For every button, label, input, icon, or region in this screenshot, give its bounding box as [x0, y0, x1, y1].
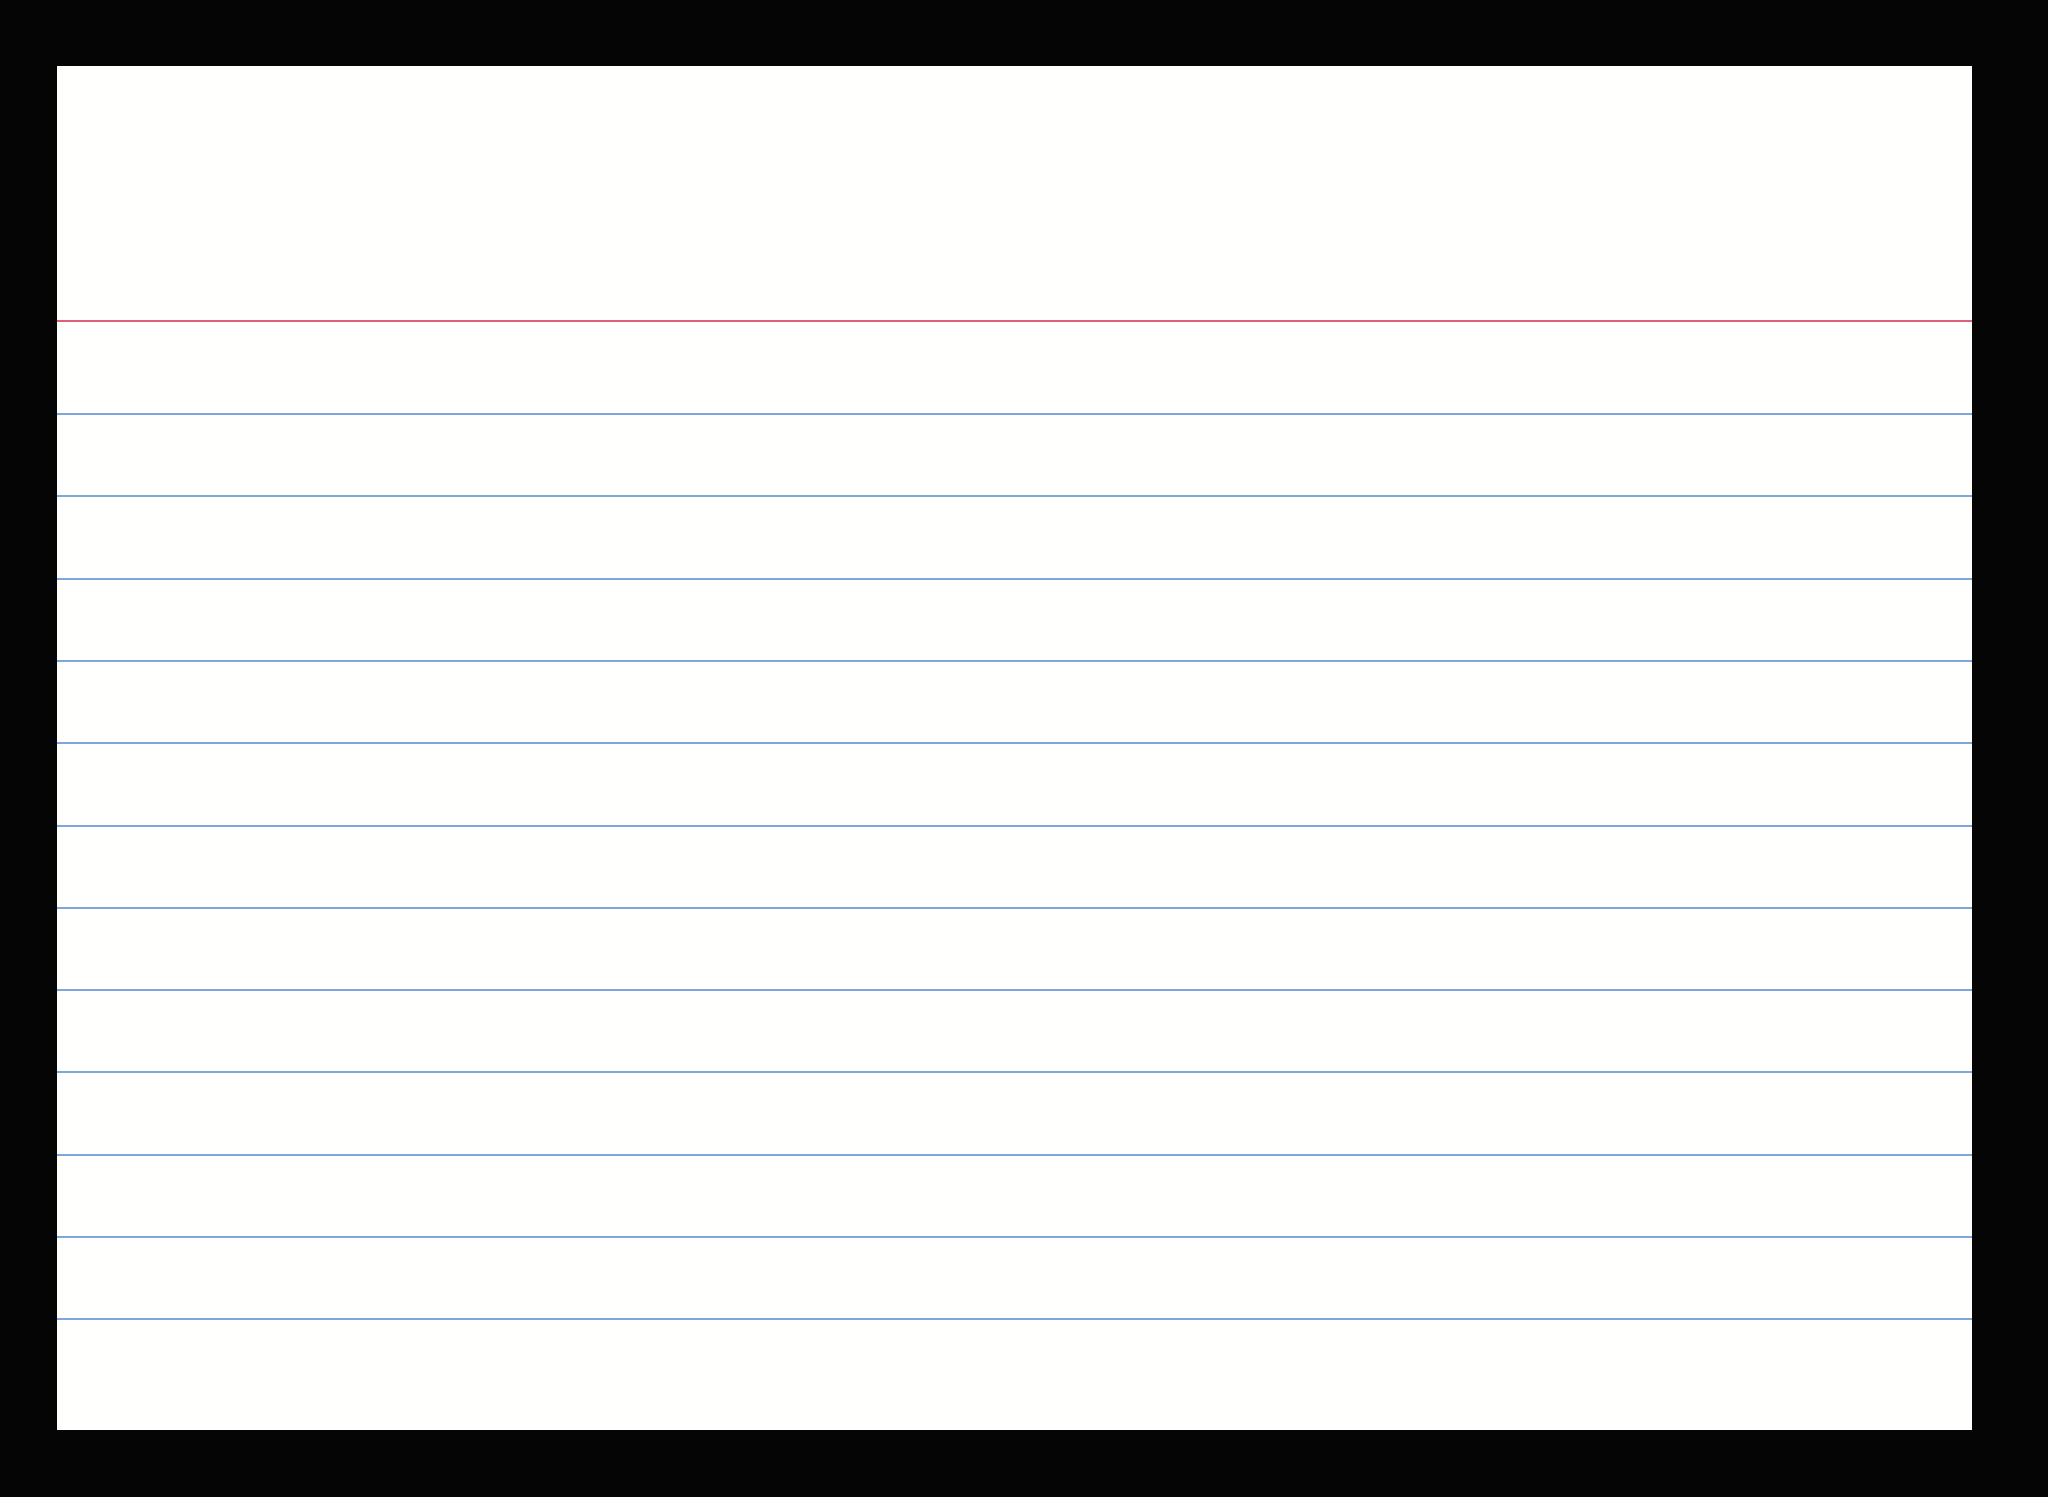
ruled-line: [57, 495, 1972, 497]
ruled-line: [57, 742, 1972, 744]
ruled-line: [57, 907, 1972, 909]
ruled-line: [57, 660, 1972, 662]
ruled-line: [57, 825, 1972, 827]
header-red-line: [57, 320, 1972, 322]
ruled-line: [57, 989, 1972, 991]
ruled-line: [57, 578, 1972, 580]
ruled-line: [57, 413, 1972, 415]
ruled-line: [57, 1236, 1972, 1238]
ruled-line: [57, 1154, 1972, 1156]
index-card: [57, 66, 1972, 1430]
ruled-line: [57, 1071, 1972, 1073]
ruled-line: [57, 1318, 1972, 1320]
